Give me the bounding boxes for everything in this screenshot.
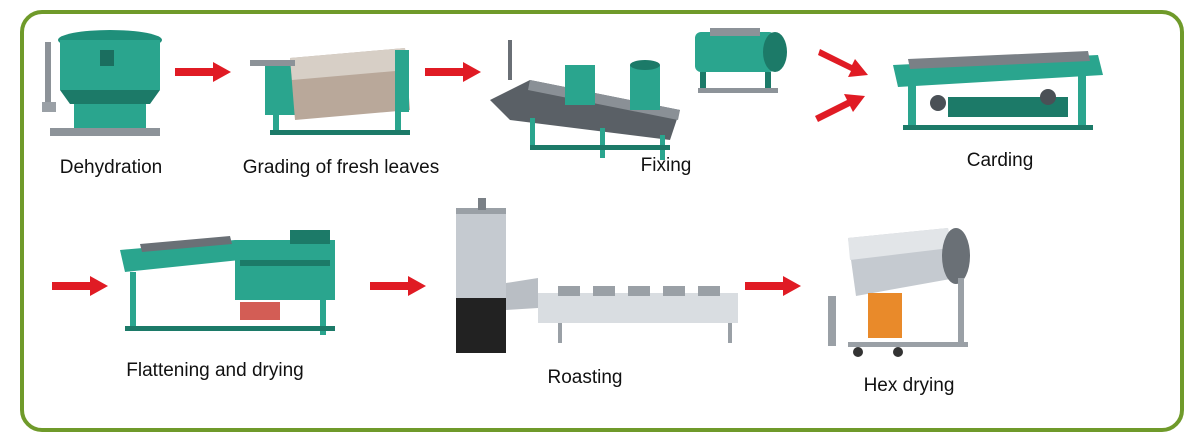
flattening-drying-machine (120, 230, 335, 335)
roasting-machine (456, 198, 738, 353)
step-label-fixing: Fixing (640, 155, 692, 176)
red-arrow-icon (425, 62, 481, 82)
fixing-machine (490, 40, 680, 160)
step-label-carding: Carding (966, 150, 1034, 171)
carding-machine (893, 51, 1103, 130)
grading-machine (250, 48, 410, 135)
step-label-flattening-drying: Flattening and drying (126, 360, 304, 381)
step-label-hex-drying: Hex drying (863, 375, 955, 396)
red-arrow-icon (745, 276, 801, 296)
red-arrow-icon (818, 49, 868, 77)
red-arrow-icon (370, 276, 426, 296)
red-arrow-icon (175, 62, 231, 82)
dehydration-machine (42, 30, 162, 136)
hex-drying-machine (828, 228, 970, 357)
red-arrow-icon (52, 276, 108, 296)
step-label-grading: Grading of fresh leaves (242, 157, 440, 178)
rotary-drum-machine (695, 28, 787, 93)
step-label-dehydration: Dehydration (59, 157, 163, 178)
red-arrow-icon (815, 94, 865, 122)
step-label-roasting: Roasting (547, 367, 623, 388)
